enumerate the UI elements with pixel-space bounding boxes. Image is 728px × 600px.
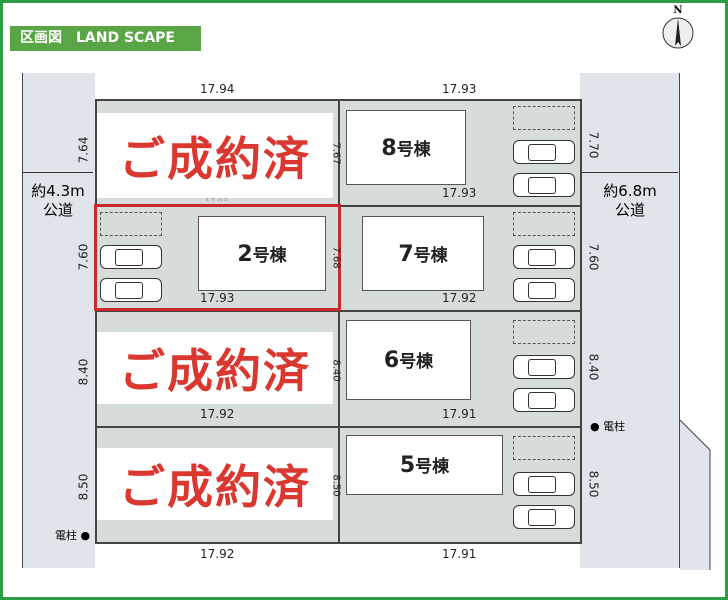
right-road-type: 公道 bbox=[614, 201, 645, 219]
north-arrow-icon bbox=[662, 17, 694, 49]
dim-mid-3: 8.40 bbox=[330, 359, 342, 382]
dim-right-3: 8.40 bbox=[586, 353, 601, 381]
building-5-label: 5号棟 bbox=[399, 453, 450, 478]
building-6: 6号棟 bbox=[346, 320, 471, 400]
building-5: 5号棟 bbox=[346, 435, 503, 495]
sold-overlay: ご成約済 bbox=[97, 448, 333, 520]
car-icon bbox=[513, 278, 575, 302]
dim-left-1: 7.64 bbox=[76, 136, 91, 164]
building-2: 2号棟 bbox=[198, 216, 326, 291]
dim-row2-right: 17.92 bbox=[442, 291, 477, 305]
building-7-label: 7号棟 bbox=[398, 241, 448, 267]
parking-space bbox=[513, 320, 575, 344]
compass: N bbox=[661, 5, 695, 54]
compass-label: N bbox=[673, 5, 683, 16]
car-icon bbox=[513, 140, 575, 164]
car-icon bbox=[513, 355, 575, 379]
dim-right-1: 7.70 bbox=[586, 131, 601, 159]
dim-row1-right: 17.93 bbox=[442, 186, 477, 200]
parking-space bbox=[100, 212, 162, 236]
dim-top-left: 17.94 bbox=[200, 82, 235, 96]
dim-right-4: 8.50 bbox=[586, 470, 601, 498]
left-road-width: 約4.3m bbox=[31, 182, 85, 200]
building-6-label: 6号棟 bbox=[383, 348, 434, 373]
dim-row3-right: 17.91 bbox=[442, 407, 477, 421]
dim-row2-left: 17.93 bbox=[200, 291, 235, 305]
car-icon bbox=[513, 388, 575, 412]
dim-left-4: 8.50 bbox=[76, 473, 91, 501]
car-icon bbox=[513, 472, 575, 496]
dim-top-right: 17.93 bbox=[442, 82, 477, 96]
highlight-lot-2 bbox=[94, 204, 341, 311]
building-8: 8号棟 bbox=[346, 110, 466, 185]
right-road-width: 約6.8m bbox=[603, 182, 657, 200]
dim-bottom-right: 17.91 bbox=[442, 547, 477, 561]
parking-space bbox=[513, 106, 575, 130]
car-icon bbox=[513, 245, 575, 269]
right-road bbox=[580, 73, 680, 568]
left-road bbox=[22, 73, 95, 568]
car-icon bbox=[513, 173, 575, 197]
left-road-type: 公道 bbox=[42, 201, 73, 219]
dim-right-2: 7.60 bbox=[586, 243, 601, 271]
dim-row3-left: 17.92 bbox=[200, 407, 235, 421]
left-road-width-arrow bbox=[23, 172, 93, 173]
right-road-width-arrow bbox=[582, 172, 678, 173]
utility-pole-label: 電柱 bbox=[603, 420, 626, 433]
dim-left-3: 8.40 bbox=[76, 358, 91, 386]
sold-overlay: ご成約済 bbox=[97, 113, 333, 198]
right-road-widening bbox=[680, 420, 711, 570]
header-title: 区画図 LAND SCAPE bbox=[10, 26, 201, 51]
dim-bottom-left: 17.92 bbox=[200, 547, 235, 561]
building-2-label: 2号棟 bbox=[237, 241, 287, 267]
dim-left-2: 7.60 bbox=[76, 243, 91, 271]
parking-space bbox=[513, 436, 575, 460]
utility-pole-left: 電柱 ● bbox=[55, 529, 91, 542]
car-icon bbox=[100, 278, 162, 302]
building-8-label: 8号棟 bbox=[381, 135, 431, 161]
utility-pole-label: 電柱 bbox=[55, 529, 77, 542]
dim-mid-4: 8.50 bbox=[330, 474, 342, 497]
car-icon bbox=[100, 245, 162, 269]
utility-pole-right: ● 電柱 bbox=[590, 420, 626, 433]
dim-row1-left-hidden: 17.93 bbox=[205, 197, 228, 201]
building-7: 7号棟 bbox=[362, 216, 484, 291]
car-icon bbox=[513, 505, 575, 529]
sold-overlay: ご成約済 bbox=[97, 332, 333, 404]
parking-space bbox=[513, 212, 575, 236]
dim-mid-2: 7.68 bbox=[330, 246, 342, 269]
dim-mid-1: 7.67 bbox=[330, 142, 342, 165]
